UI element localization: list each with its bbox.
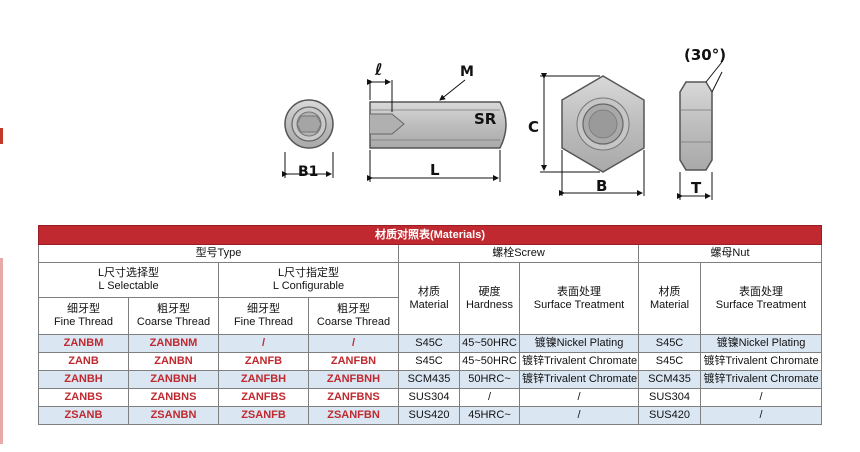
- label-l: L: [430, 161, 440, 179]
- table-cell: 镀锌Trivalent Chromate: [519, 370, 639, 389]
- table-cell: ZSANB: [38, 406, 129, 425]
- table-cell: S45C: [398, 334, 460, 353]
- table-cell: /: [308, 334, 399, 353]
- table-title: 材质对照表(Materials): [38, 225, 822, 245]
- table-cell: ZANBH: [38, 370, 129, 389]
- table-cell: ZANFBH: [218, 370, 309, 389]
- table-cell: ZANBS: [38, 388, 129, 407]
- table-cell: ZANBNM: [128, 334, 219, 353]
- edge-mark-bottom: [0, 258, 3, 444]
- table-cell: /: [218, 334, 309, 353]
- table-cell: ZANBNH: [128, 370, 219, 389]
- table-cell: ZANFBS: [218, 388, 309, 407]
- table-cell: /: [700, 406, 822, 425]
- table-cell: ZANFBNH: [308, 370, 399, 389]
- technical-drawings: B1 ℓ M SR L C B: [282, 46, 726, 200]
- label-t: T: [691, 179, 702, 197]
- table-cell: /: [519, 388, 639, 407]
- table-cell: 50HRC~: [459, 370, 520, 389]
- table-cell: ZANFB: [218, 352, 309, 371]
- table-cell: 镀锌Trivalent Chromate: [700, 352, 822, 371]
- label-b1: B1: [298, 164, 318, 180]
- table-cell: ZANBM: [38, 334, 129, 353]
- screw-end-view: B1: [282, 99, 334, 180]
- table-cell: S45C: [638, 334, 701, 353]
- table-cell: 45~50HRC: [459, 352, 520, 371]
- table-cell: SUS420: [398, 406, 460, 425]
- edge-mark-top: [0, 128, 3, 144]
- label-b: B: [596, 177, 607, 195]
- table-cell: SCM435: [398, 370, 460, 389]
- nut-front-view: C B: [528, 73, 645, 196]
- screw-side-view: ℓ M SR L: [367, 60, 507, 182]
- table-cell: /: [700, 388, 822, 407]
- table-cell: 镀镍Nickel Plating: [519, 334, 639, 353]
- table-cell: S45C: [398, 352, 460, 371]
- nut-side-view: (30°) T: [677, 46, 726, 200]
- table-cell: SUS304: [638, 388, 701, 407]
- table-cell: /: [459, 388, 520, 407]
- materials-table: 材质对照表(Materials) 型号Type 螺栓Screw 螺母Nut L尺…: [38, 225, 822, 425]
- table-cell: ZSANBN: [128, 406, 219, 425]
- table-cell: 45HRC~: [459, 406, 520, 425]
- table-cell: ZANBNS: [128, 388, 219, 407]
- label-m: M: [460, 64, 474, 80]
- nut-header: 螺母Nut: [638, 244, 822, 263]
- table-cell: 镀锌Trivalent Chromate: [519, 352, 639, 371]
- table-cell: ZANFBNS: [308, 388, 399, 407]
- table-cell: ZANFBN: [308, 352, 399, 371]
- table-cell: ZSANFBN: [308, 406, 399, 425]
- table-cell: SCM435: [638, 370, 701, 389]
- table-cell: ZANB: [38, 352, 129, 371]
- label-sr: SR: [474, 110, 497, 128]
- table-cell: SUS304: [398, 388, 460, 407]
- label-angle: (30°): [684, 46, 726, 64]
- table-cell: 45~50HRC: [459, 334, 520, 353]
- table-cell: ZSANFB: [218, 406, 309, 425]
- table-cell: 镀锌Trivalent Chromate: [700, 370, 822, 389]
- table-cell: SUS420: [638, 406, 701, 425]
- table-cell: 镀镍Nickel Plating: [700, 334, 822, 353]
- table-cell: S45C: [638, 352, 701, 371]
- label-l-small: ℓ: [374, 60, 383, 79]
- table-cell: ZANBN: [128, 352, 219, 371]
- type-header: 型号Type: [38, 244, 399, 263]
- label-c: C: [528, 118, 539, 136]
- screw-header: 螺栓Screw: [398, 244, 639, 263]
- table-cell: /: [519, 406, 639, 425]
